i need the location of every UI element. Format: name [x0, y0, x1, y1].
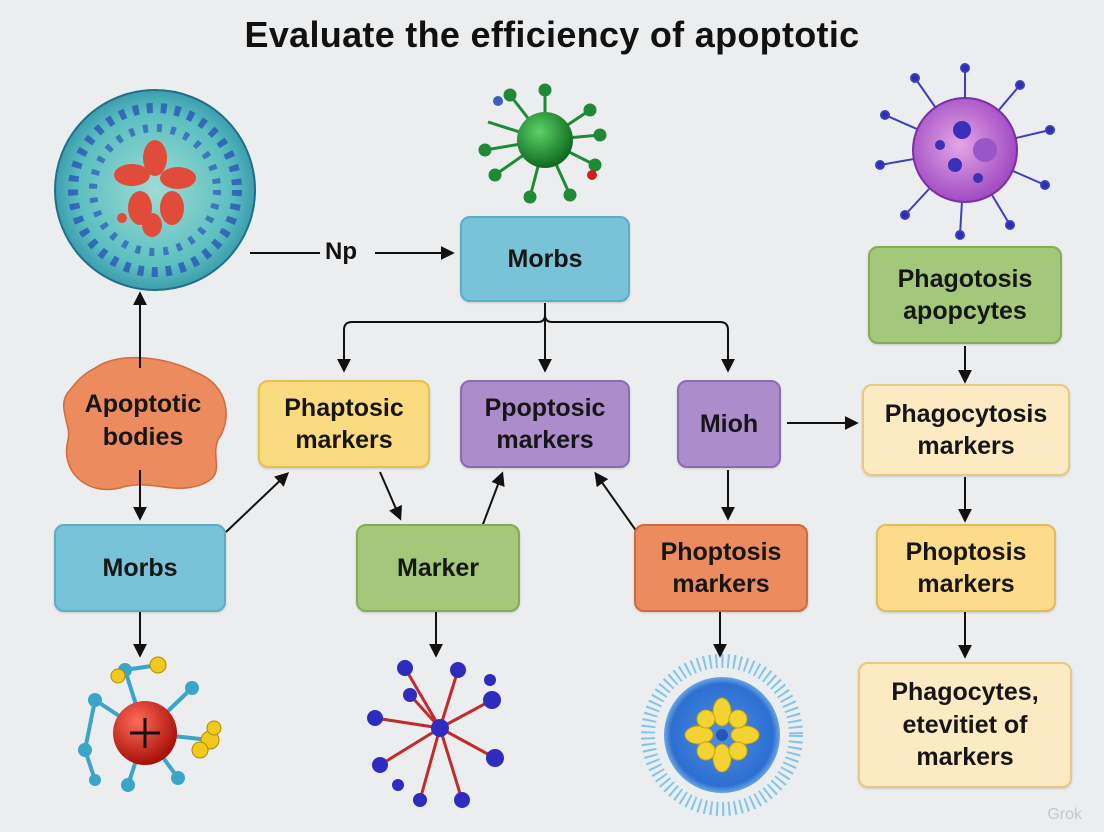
- node-phoptosis-markers-right: Phoptosis markers: [876, 524, 1056, 612]
- node-marker: Marker: [356, 524, 520, 612]
- node-morbs-left: Morbs: [54, 524, 226, 612]
- connector-arrows: [133, 246, 972, 659]
- green-particle-illustration: [478, 83, 607, 204]
- edge-label-np: Np: [325, 238, 357, 265]
- node-phagocytes-final: Phagocytes, etevitiet of markers: [858, 662, 1072, 788]
- blue-cell-illustration: [641, 654, 803, 816]
- watermark: Grok: [1047, 806, 1082, 823]
- node-phagocytosis-markers: Phagocytosis markers: [862, 384, 1070, 476]
- branched-molecule-illustration: [367, 660, 504, 808]
- purple-cell-illustration: [875, 63, 1055, 240]
- node-ppoptosic-markers: Ppoptosic markers: [460, 380, 630, 468]
- node-mioh: Mioh: [677, 380, 781, 468]
- red-molecule-illustration: [78, 656, 222, 792]
- node-apoptotic-bodies: Apoptotic bodies: [84, 390, 202, 451]
- diagram-title: Evaluate the efficiency of apoptotic: [244, 14, 860, 55]
- node-morbs-top: Morbs: [460, 216, 630, 302]
- node-phoptosis-markers-mid: Phoptosis markers: [634, 524, 808, 612]
- node-phagotosis-apopcytes: Phagotosis apopcytes: [868, 246, 1062, 344]
- apoptotic-bodies-blob: [63, 356, 227, 491]
- apoptotic-cell-illustration: [54, 89, 256, 291]
- node-phaptosic-markers: Phaptosic markers: [258, 380, 430, 468]
